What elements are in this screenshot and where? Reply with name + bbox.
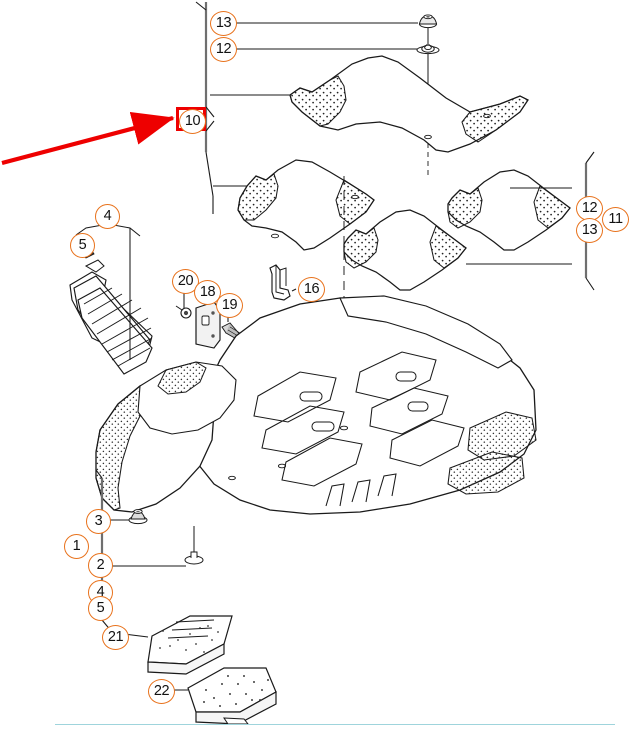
tapping-screw-art — [221, 322, 243, 342]
callout-13-retaining-stud[interactable]: 13 — [576, 218, 603, 243]
callout-21-foam-insert-ribbed[interactable]: 21 — [102, 625, 129, 650]
floor-mat-rear-center — [343, 209, 467, 291]
callout-5-footrest-clip[interactable]: 5 — [88, 596, 113, 621]
plug-part-2 — [184, 526, 204, 565]
floor-mat-rear-right — [447, 169, 571, 251]
callout-10-front-floor-mat-set[interactable]: 10 — [179, 109, 206, 134]
callout-1-floor-carpet[interactable]: 1 — [64, 534, 89, 559]
floor-mat-upper-right — [289, 55, 529, 153]
callout-4-footrest-panel[interactable]: 4 — [95, 204, 120, 229]
callout-16-retaining-hook-clip[interactable]: 16 — [298, 277, 325, 302]
foam-insert-ribbed-art — [115, 615, 233, 675]
callout-19-tapping-screw[interactable]: 19 — [216, 293, 243, 318]
callout-2-plug[interactable]: 2 — [88, 553, 113, 578]
foam-insert-plain-art — [164, 667, 277, 725]
callout-5-footrest-clip[interactable]: 5 — [70, 233, 95, 258]
footer-rule — [55, 723, 615, 725]
callout-13-retaining-stud[interactable]: 13 — [210, 11, 237, 36]
callout-12-retaining-washer[interactable]: 12 — [210, 37, 237, 62]
floor-mat-mid-left — [237, 159, 375, 251]
callout-22-foam-insert-plain[interactable]: 22 — [148, 679, 175, 704]
footrest-panel-art — [69, 217, 153, 375]
callout-3-nut[interactable]: 3 — [86, 509, 111, 534]
nut-part-3 — [128, 509, 148, 525]
main-floor-carpet — [95, 295, 537, 515]
callout-20-grommet[interactable]: 20 — [172, 269, 199, 294]
hook-clip-art — [269, 264, 297, 301]
callout-11-rear-floor-mat-set[interactable]: 11 — [602, 207, 629, 232]
red-pointer-arrow — [1, 112, 175, 166]
